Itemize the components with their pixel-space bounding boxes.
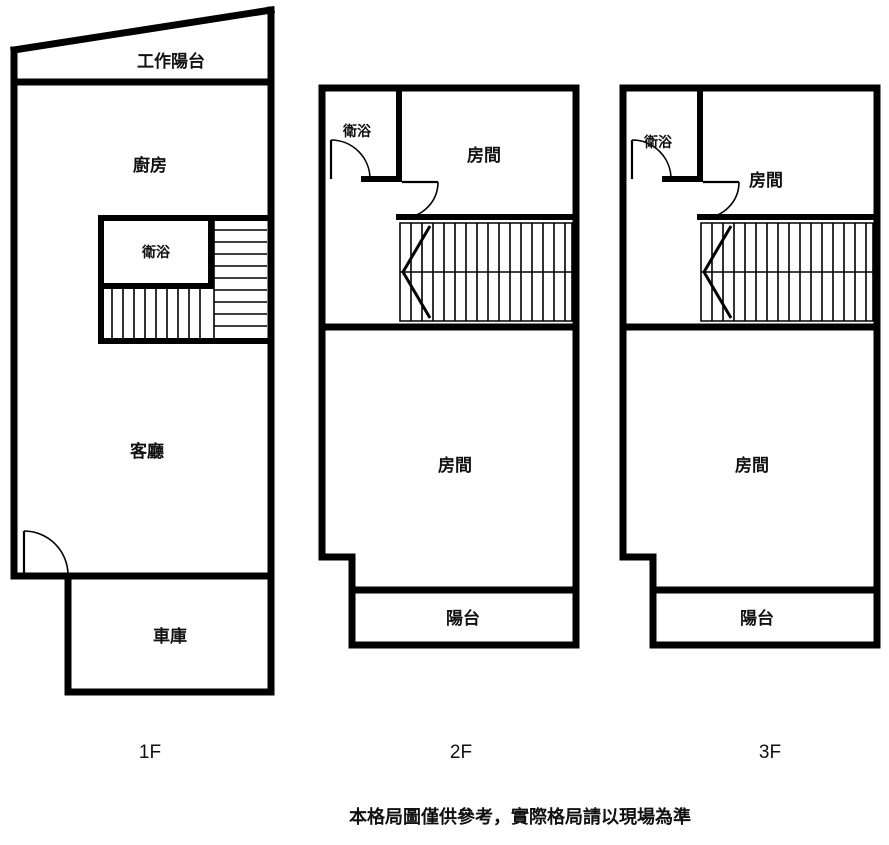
stair-treads [410,223,566,321]
floor-2f-bedroom-door [401,180,439,219]
floor-1f-stair-walls [98,215,274,344]
floor-1f-entry-door [22,530,69,576]
door-swing-arc [631,139,672,180]
floor-2f: 衛浴 房間 房間 陽台 2F [318,84,580,763]
floor-1f-outer-walls [10,6,275,696]
stair-outline [399,222,573,322]
floor-3f-outer-walls [619,84,881,649]
disclaimer-text: 本格局圖僅供參考，實際格局請以現場為準 [349,806,691,827]
floor-2f-outer-walls [318,84,580,649]
label-bathroom: 衛浴 [342,123,372,139]
stair-direction-arrow [702,225,733,319]
floor-3f-partition-walls [619,323,881,594]
stair-outline [700,222,874,322]
label-balcony: 陽台 [446,608,480,628]
floor-1f-bathroom-walls [98,215,214,289]
floor-3f: 衛浴 房間 房間 陽台 3F [619,84,881,763]
label-living-room: 客廳 [129,441,164,461]
label-bathroom: 衛浴 [643,134,673,150]
floor-2f-stairs [399,222,573,322]
floor-3f-bathroom-door [630,139,672,180]
floor-label-2f: 2F [450,742,472,763]
door-swing-arc [330,139,371,180]
label-balcony: 陽台 [740,608,774,628]
label-work-balcony: 工作陽台 [137,51,205,71]
door-swing-arc [702,181,740,219]
floor-label-1f: 1F [139,742,161,763]
floor-2f-bathroom-door [329,139,371,180]
stair-treads [711,223,867,321]
floor-2f-partition-walls [318,323,580,594]
door-swing-arc [401,181,439,219]
label-kitchen: 廚房 [133,155,167,175]
label-bathroom: 衛浴 [141,244,171,260]
floor-1f: 工作陽台 廚房 衛浴 客廳 車庫 1F [10,6,275,763]
floor-label-3f: 3F [759,742,781,763]
label-bedroom-main: 房間 [735,455,769,475]
floor-3f-stairs [700,222,874,322]
floor-3f-bedroom-door [702,180,740,219]
stair-treads [213,221,267,338]
floor-1f-stairs [111,221,267,338]
label-garage: 車庫 [153,626,187,646]
label-bedroom-top: 房間 [749,170,783,190]
door-swing-arc [23,530,69,576]
stair-treads [111,289,201,338]
label-bedroom-top: 房間 [467,145,501,165]
floor-3f-inner-walls [662,85,880,220]
stair-direction-arrow [401,225,432,319]
label-bedroom-main: 房間 [438,455,472,475]
